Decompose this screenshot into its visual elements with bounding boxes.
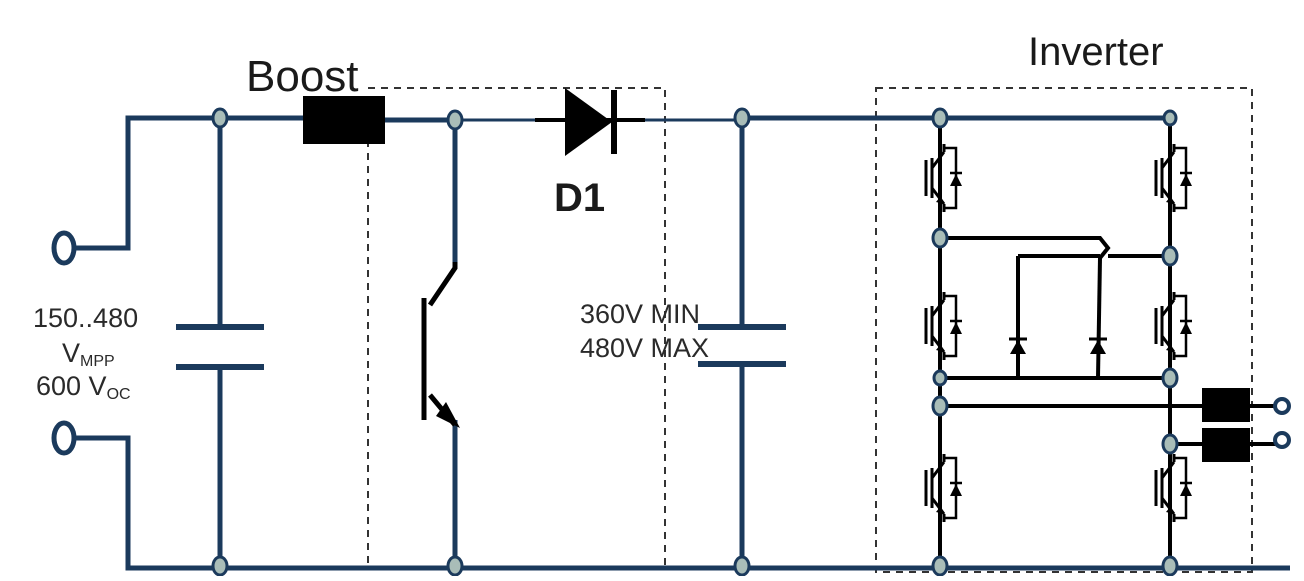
diode-d1 — [535, 88, 645, 156]
inverter-switch-top-right — [1154, 142, 1194, 214]
clamp-diode-left — [1009, 337, 1027, 354]
input-wiring — [72, 115, 1290, 571]
boost-label: Boost — [246, 52, 359, 101]
vmpp-sub: MPP — [80, 353, 115, 370]
dc-link-capacitor — [698, 324, 786, 367]
input-terminal-top — [51, 230, 77, 266]
voc-label: 600 VOC — [36, 373, 131, 403]
boost-switch — [421, 262, 460, 428]
inverter-switch-bottom-right — [1154, 452, 1194, 524]
inverter-label: Inverter — [1028, 30, 1164, 74]
output-inductor-bottom — [1202, 428, 1291, 462]
dc-link-max-label: 480V MAX — [580, 333, 710, 363]
inverter-dashed-box — [875, 87, 1253, 573]
boost-dashed-box — [367, 87, 666, 570]
vmpp-label: VMPP — [62, 340, 115, 370]
diode-d1-label: D1 — [554, 176, 606, 220]
inverter-switch-top-left — [924, 142, 964, 214]
vmpp-main: V — [62, 338, 81, 368]
voc-main: 600 V — [36, 371, 107, 401]
output-inductor-top — [1202, 388, 1291, 422]
input-voltage-range: 150..480 — [33, 303, 139, 333]
clamp-diode-right — [1089, 337, 1107, 354]
inverter-switch-mid-left — [924, 290, 964, 362]
dc-link-min-label: 360V MIN — [580, 299, 701, 329]
inverter-switch-bottom-left — [924, 452, 964, 524]
voc-sub: OC — [106, 386, 131, 403]
boost-inductor — [303, 96, 385, 144]
inverter-wiring — [938, 118, 1210, 568]
inverter-switch-mid-right — [1154, 290, 1194, 362]
input-terminal-bottom — [51, 420, 77, 456]
input-capacitor — [176, 324, 264, 370]
junction-nodes — [211, 107, 1179, 577]
